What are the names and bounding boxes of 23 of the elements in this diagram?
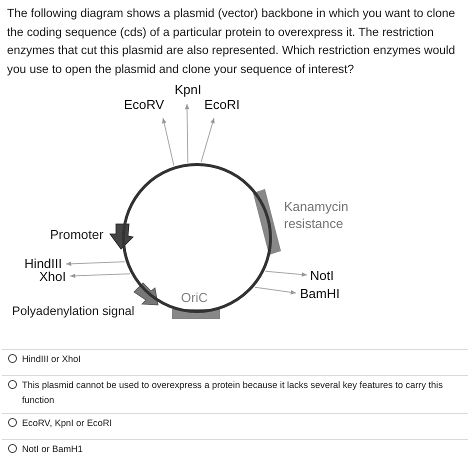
enzyme-label: BamHI <box>300 286 348 301</box>
question-text: The following diagram shows a plasmid (vector) backbone in which you want to clone the coding sequence (cds) of a particular protein to overexpress it. The restriction enzymes that cut this plasmid are also represented. Which restriction enzymes would you use to open the plasmid and clone your sequence of interest? <box>7 5 456 78</box>
arrow <box>184 104 190 164</box>
answer-option: This plasmid cannot be used to overexpress a protein because it lacks several key features to carry this function <box>22 378 448 408</box>
arrow <box>264 270 308 277</box>
arrow <box>66 261 126 266</box>
arrow <box>162 118 174 166</box>
answer-option: NotI or BamH1 <box>22 442 83 457</box>
arrow <box>70 273 130 278</box>
enzyme-label: EcoRI <box>202 97 242 112</box>
enzyme-label: EcoRV <box>122 97 166 112</box>
answer-option: HindIII or XhoI <box>22 352 81 367</box>
feature-label: Promoter <box>50 226 104 244</box>
arrow <box>200 118 215 163</box>
arrow <box>254 286 296 294</box>
enzyme-label: HindIII <box>14 256 62 271</box>
feature-label: Kanamycin resistance <box>284 198 350 232</box>
enzyme-label: XhoI <box>22 269 66 284</box>
enzyme-label: NotI <box>310 268 350 283</box>
enzyme-label: KpnI <box>168 82 208 97</box>
answer-option: EcoRV, KpnI or EcoRI <box>22 416 112 431</box>
feature-label: OriC <box>181 289 208 307</box>
feature-label: Polyadenylation signal <box>12 303 134 320</box>
